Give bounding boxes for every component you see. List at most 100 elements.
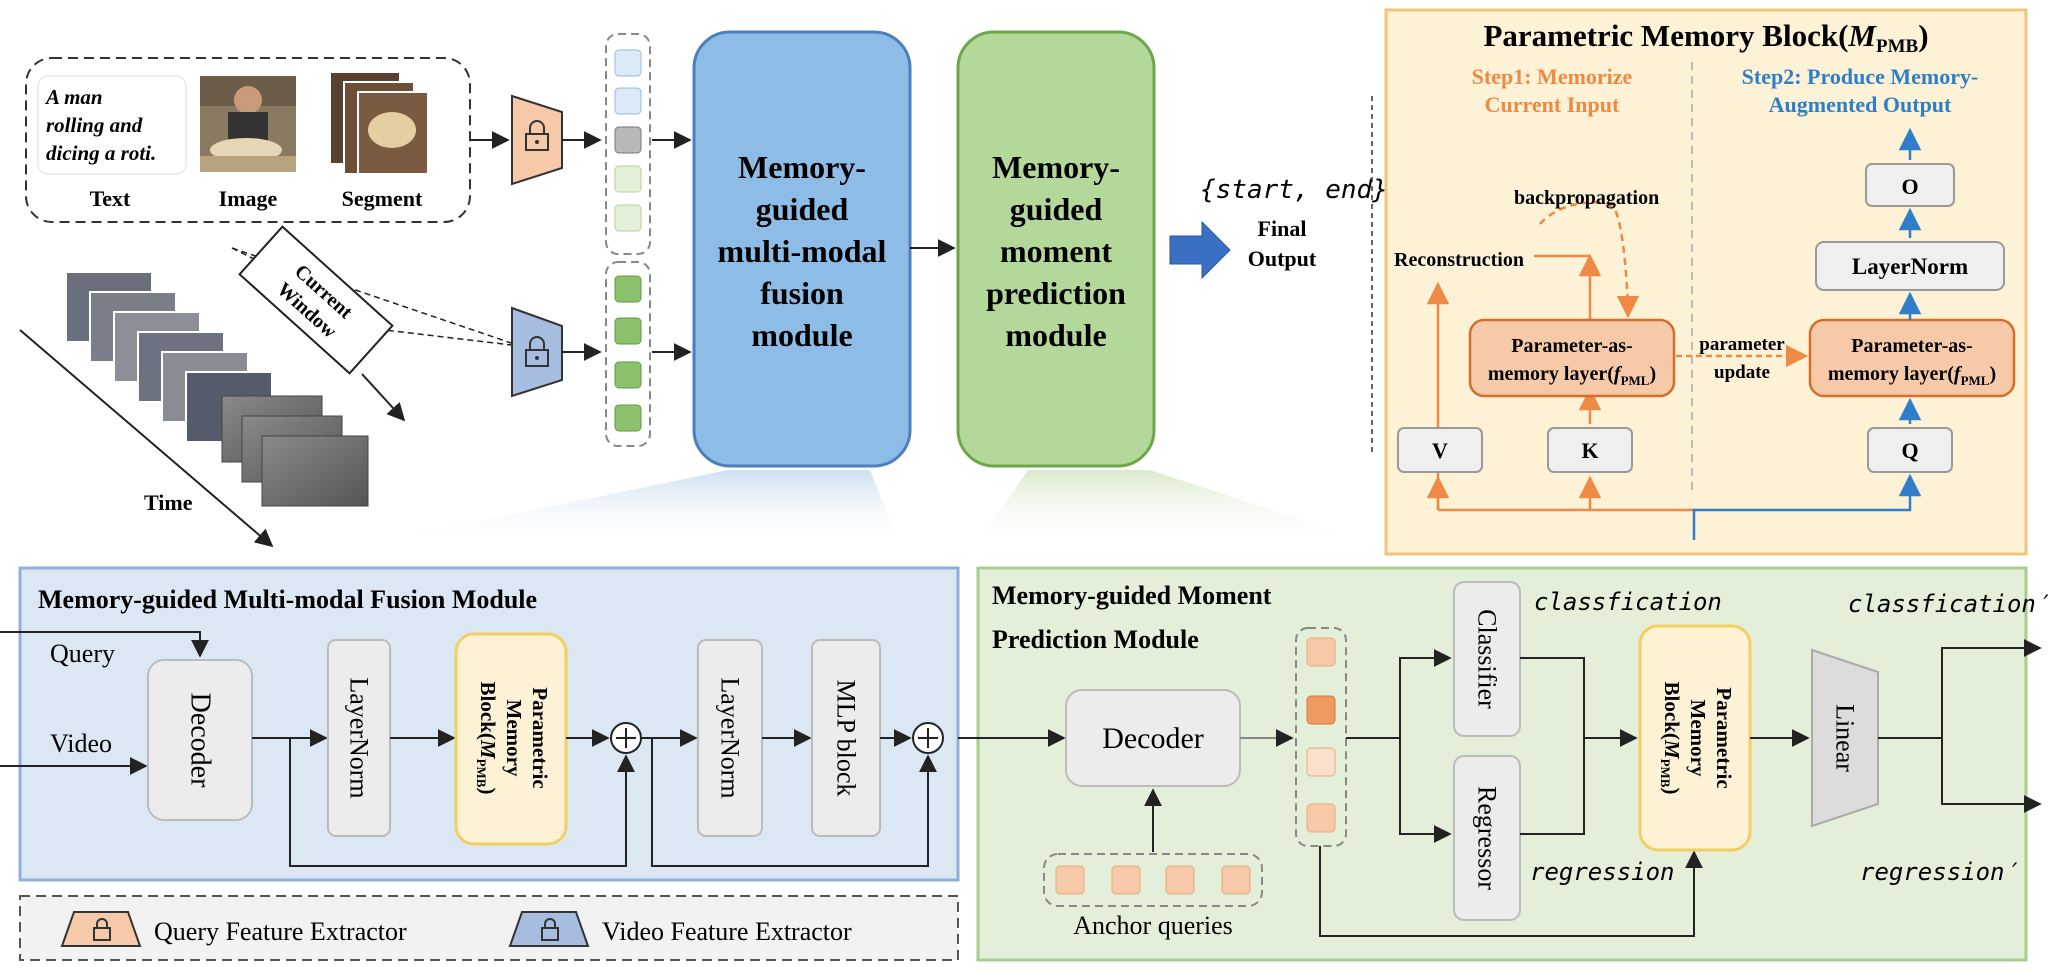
prediction-token-column bbox=[1295, 627, 1347, 847]
query-token bbox=[614, 126, 642, 154]
prediction-module-line-3: moment bbox=[1000, 233, 1112, 269]
regression-label: regression bbox=[1530, 858, 1675, 886]
param-update-line-2: update bbox=[1714, 362, 1770, 383]
fusion-module-block: Memory- guided multi-modal fusion module bbox=[692, 30, 912, 468]
o-label: O bbox=[1901, 174, 1918, 199]
fusion-layernorm2-label: LayerNorm bbox=[716, 677, 745, 798]
image-thumbnail bbox=[200, 76, 296, 172]
video-input-label: Video bbox=[50, 729, 112, 758]
query-token-column bbox=[605, 33, 692, 255]
pmb-layernorm-box bbox=[1815, 241, 2005, 291]
query-feature-extractor bbox=[470, 94, 602, 186]
fusion-module-line-3: multi-modal bbox=[718, 233, 887, 269]
fusion-pmb-line-3: Block(MPMB) bbox=[474, 682, 500, 795]
mlp-block-label: MLP block bbox=[832, 680, 861, 797]
classification-out-label: classfication′ bbox=[1848, 590, 2048, 618]
residual-add-1 bbox=[610, 722, 642, 754]
prediction-pmb-line-3: Block(MPMB) bbox=[1658, 682, 1684, 795]
pred-token bbox=[1306, 637, 1336, 667]
prediction-module-line-1: Memory- bbox=[992, 149, 1120, 185]
step2-line-2: Augmented Output bbox=[1769, 92, 1952, 117]
lock-icon bbox=[525, 120, 549, 151]
pmb-title: Parametric Memory Block(MPMB) bbox=[1483, 18, 1928, 57]
pred-token bbox=[1306, 747, 1336, 777]
output-label-line-1: Final bbox=[1258, 216, 1307, 241]
pml-right-line-2: memory layer(fPML) bbox=[1828, 363, 1996, 388]
v-box bbox=[1397, 427, 1483, 473]
caption-line-2: rolling and bbox=[46, 113, 143, 137]
output-label-line-2: Output bbox=[1248, 246, 1317, 271]
pml-left-line-1: Parameter-as- bbox=[1511, 335, 1632, 357]
lock-icon bbox=[525, 336, 549, 367]
anchor-queries: Anchor queries bbox=[1043, 853, 1263, 940]
q-box bbox=[1867, 427, 1953, 473]
step2-line-1: Step2: Produce Memory- bbox=[1742, 64, 1979, 89]
label-segment: Segment bbox=[342, 186, 423, 211]
pred-token bbox=[1306, 803, 1336, 833]
query-token bbox=[614, 204, 642, 232]
video-frames: Current Window Time bbox=[19, 225, 521, 548]
prediction-module-block: Memory- guided moment prediction module bbox=[956, 30, 1156, 468]
video-token bbox=[614, 275, 642, 303]
segment-thumbnails bbox=[329, 71, 429, 175]
fusion-decoder-label: Decoder bbox=[185, 693, 216, 789]
linear-label: Linear bbox=[1831, 704, 1860, 772]
anchor-queries-label: Anchor queries bbox=[1073, 911, 1233, 940]
q-label: Q bbox=[1901, 438, 1918, 463]
fusion-pmb-line-1: Parametric bbox=[528, 687, 552, 788]
current-window-tag: Current Window bbox=[231, 225, 521, 422]
prediction-module-line-5: module bbox=[1005, 317, 1106, 353]
fusion-layernorm1-label: LayerNorm bbox=[345, 677, 374, 798]
step1-line-1: Step1: Memorize bbox=[1472, 64, 1633, 89]
prediction-panel-title-2: Prediction Module bbox=[992, 625, 1199, 654]
pred-token bbox=[1306, 695, 1336, 725]
regressor-label: Regressor bbox=[1473, 786, 1502, 890]
anchor-token bbox=[1221, 865, 1251, 895]
k-box bbox=[1547, 427, 1633, 473]
prediction-panel-title-1: Memory-guided Moment bbox=[992, 581, 1272, 610]
classifier-label: Classifier bbox=[1473, 609, 1502, 709]
lock-icon bbox=[541, 918, 559, 941]
anchor-token bbox=[1165, 865, 1195, 895]
reconstruction-label: Reconstruction bbox=[1394, 249, 1524, 271]
prediction-module-line-4: prediction bbox=[986, 275, 1126, 311]
pml-left-line-2: memory layer(fPML) bbox=[1488, 363, 1656, 388]
pml-right bbox=[1808, 318, 2016, 398]
classification-label: classfication bbox=[1534, 588, 1722, 616]
pmb-layernorm-label: LayerNorm bbox=[1852, 254, 1968, 279]
prediction-module-line-2: guided bbox=[1010, 191, 1103, 227]
legend-video-extractor: Video Feature Extractor bbox=[602, 917, 852, 946]
caption-line-1: A man bbox=[44, 85, 103, 109]
fusion-module-line-1: Memory- bbox=[738, 149, 866, 185]
legend: Query Feature Extractor Video Feature Ex… bbox=[19, 895, 959, 961]
step1-line-2: Current Input bbox=[1485, 92, 1620, 117]
prediction-pmb-line-1: Parametric bbox=[1712, 687, 1736, 788]
video-token-column bbox=[605, 261, 692, 447]
pml-left bbox=[1468, 318, 1676, 398]
fusion-panel-title: Memory-guided Multi-modal Fusion Module bbox=[38, 585, 537, 614]
video-token bbox=[614, 361, 642, 389]
query-token bbox=[614, 87, 642, 115]
backprop-label: backpropagation bbox=[1514, 187, 1659, 209]
v-label: V bbox=[1432, 438, 1448, 463]
fusion-detail-panel: Memory-guided Multi-modal Fusion Module … bbox=[0, 566, 960, 882]
video-token bbox=[614, 317, 642, 345]
param-update-line-1: parameter bbox=[1699, 334, 1785, 355]
fusion-pmb-line-2: Memory bbox=[502, 700, 526, 777]
anchor-token bbox=[1111, 865, 1141, 895]
prediction-pmb-line-2: Memory bbox=[1686, 700, 1710, 777]
fusion-decoder-box bbox=[147, 659, 253, 821]
pmb-panel: Parametric Memory Block(MPMB) Step1: Mem… bbox=[1384, 8, 2028, 556]
time-label: Time bbox=[144, 490, 193, 515]
fusion-module-line-2: guided bbox=[756, 191, 849, 227]
legend-query-extractor: Query Feature Extractor bbox=[154, 917, 407, 946]
query-token bbox=[614, 49, 642, 77]
pml-right-line-1: Parameter-as- bbox=[1851, 335, 1972, 357]
o-box bbox=[1865, 163, 1955, 207]
label-image: Image bbox=[219, 186, 278, 211]
fusion-zoom-cone bbox=[360, 470, 900, 546]
anchor-token bbox=[1055, 865, 1085, 895]
linear-trapezoid bbox=[1811, 648, 1879, 828]
final-output: {start, end} Final Output bbox=[1169, 175, 1388, 280]
